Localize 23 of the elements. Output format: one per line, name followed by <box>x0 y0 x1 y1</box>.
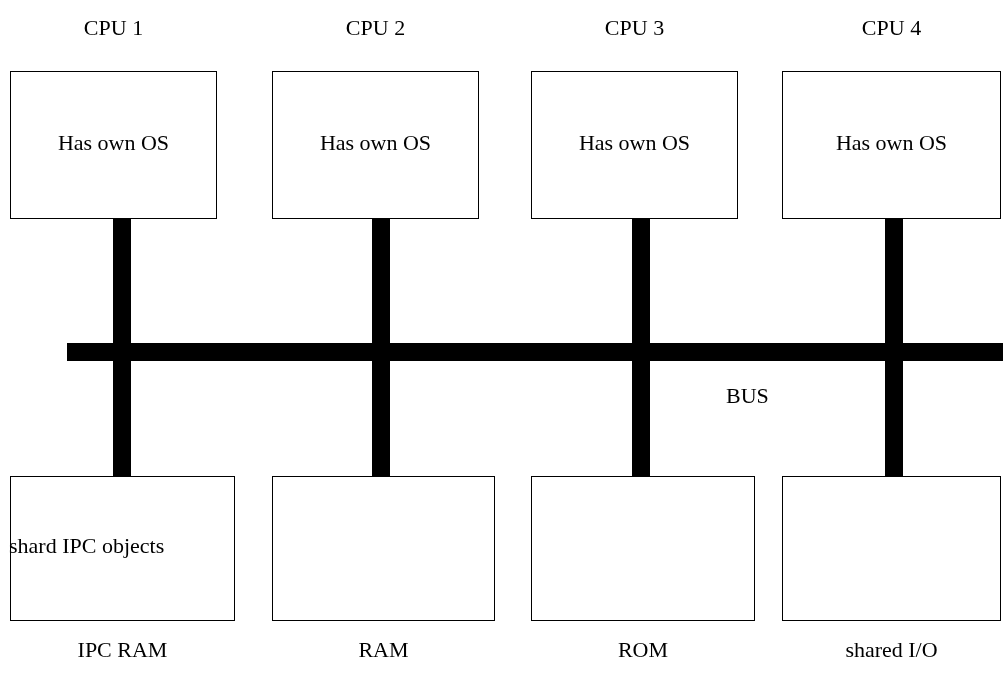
cpu-label: CPU 2 <box>344 15 407 41</box>
box-text: Has own OS <box>834 130 949 156</box>
bus-bar <box>67 343 1003 361</box>
bus-line <box>632 219 650 343</box>
bus-line <box>885 361 903 476</box>
bus-line <box>885 219 903 343</box>
memory-label: IPC RAM <box>76 637 169 663</box>
memory-label: RAM <box>357 637 410 663</box>
cpu-label: CPU 4 <box>860 15 923 41</box>
cpu-label: CPU 1 <box>82 15 145 41</box>
bus-line <box>372 219 390 343</box>
memory-label: shared I/O <box>844 637 939 663</box>
cpu-label: CPU 3 <box>603 15 666 41</box>
box-text: Has own OS <box>56 130 171 156</box>
bus-line <box>632 361 650 476</box>
bus-line <box>113 361 131 476</box>
box-text: Has own OS <box>577 130 692 156</box>
memory-label: ROM <box>616 637 670 663</box>
bus-label: BUS <box>726 383 769 409</box>
bus-line <box>372 361 390 476</box>
box-text: Has own OS <box>318 130 433 156</box>
box-text: shard IPC objects <box>9 533 166 559</box>
bus-line <box>113 219 131 343</box>
